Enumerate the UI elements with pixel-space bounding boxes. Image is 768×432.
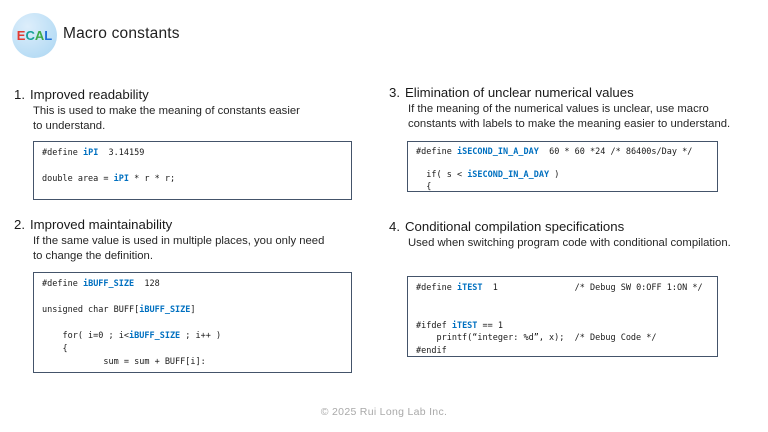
- code-line: [42, 317, 343, 330]
- code-line: #define iBUFF_SIZE 128: [42, 279, 160, 289]
- code-line: #ifdef iTEST == 1: [416, 320, 504, 331]
- section-number: 3.: [389, 85, 400, 100]
- code-line: [42, 291, 343, 304]
- section-heading-label: Elimination of unclear numerical values: [405, 85, 634, 100]
- code-line: {: [42, 344, 68, 354]
- section-number: 2.: [14, 217, 25, 232]
- section-elimination-unclear-values: 3. Elimination of unclear numerical value…: [389, 85, 730, 132]
- code-line: {: [416, 181, 432, 192]
- code-line: for( i=0 ; i<iBUFF_SIZE ; i++ ): [42, 331, 222, 341]
- code-box-maintainability: #define iBUFF_SIZE 128 unsigned char BUF…: [33, 272, 352, 373]
- code-line: double area = iPI * r * r;: [42, 174, 176, 184]
- section-body-line: If the same value is used in multiple pl…: [33, 235, 325, 247]
- section-heading: 4. Conditional compilation specifications: [389, 219, 731, 234]
- section-heading: 3. Elimination of unclear numerical value…: [389, 85, 730, 100]
- macro-keyword: iPI: [113, 174, 130, 184]
- code-box-conditional-compilation: #define iTEST 1 /* Debug SW 0:OFF 1:ON *…: [407, 276, 718, 357]
- page-title: Macro constants: [63, 25, 180, 42]
- code-box-readability: #define iPI 3.14159 double area = iPI * …: [33, 141, 352, 200]
- code-line: [42, 160, 343, 173]
- code-line: if( s < iSECOND_IN_A_DAY ): [416, 170, 560, 180]
- section-body: This is used to make the meaning of cons…: [14, 104, 300, 134]
- section-heading: 2. Improved maintainability: [14, 217, 324, 232]
- logo-letter-c: C: [25, 28, 35, 43]
- macro-keyword: iSECOND_IN_A_DAY: [467, 170, 550, 180]
- section-improved-readability: 1. Improved readability This is used to m…: [14, 87, 300, 134]
- macro-keyword: iTEST: [451, 320, 478, 331]
- code-line: #define iSECOND_IN_A_DAY 60 * 60 *24 /* …: [416, 147, 693, 157]
- macro-keyword: iBUFF_SIZE: [129, 331, 181, 341]
- section-body-line: If the meaning of the numerical values i…: [408, 103, 709, 115]
- section-improved-maintainability: 2. Improved maintainability If the same v…: [14, 217, 324, 264]
- section-number: 1.: [14, 87, 25, 102]
- section-conditional-compilation: 4. Conditional compilation specifications…: [389, 219, 731, 251]
- section-body: Used when switching program code with co…: [389, 236, 731, 251]
- section-body-line: This is used to make the meaning of cons…: [33, 105, 300, 117]
- section-heading-label: Conditional compilation specifications: [405, 219, 625, 234]
- code-line: [416, 295, 709, 308]
- code-line: printf(“integer: %d”, x); /* Debug Code …: [416, 333, 657, 343]
- copyright-footer: © 2025 Rui Long Lab Inc.: [320, 406, 448, 418]
- section-heading-label: Improved maintainability: [30, 217, 173, 232]
- section-body: If the same value is used in multiple pl…: [14, 234, 324, 264]
- macro-keyword: iTEST: [456, 283, 483, 293]
- code-box-numerical-values: #define iSECOND_IN_A_DAY 60 * 60 *24 /* …: [407, 141, 718, 192]
- section-body: If the meaning of the numerical values i…: [389, 102, 730, 132]
- logo-letter-l: L: [44, 28, 53, 43]
- section-body-line: Used when switching program code with co…: [408, 237, 731, 249]
- section-body-line: to understand.: [33, 120, 106, 133]
- code-line: [416, 159, 709, 171]
- logo-letter-a: A: [34, 28, 45, 43]
- macro-keyword: iSECOND_IN_A_DAY: [456, 147, 539, 157]
- section-body-line: to change the definition.: [33, 250, 153, 263]
- macro-keyword: iPI: [82, 148, 99, 158]
- section-heading-label: Improved readability: [30, 87, 149, 102]
- code-line: #define iPI 3.14159: [42, 148, 145, 158]
- code-line: [416, 307, 709, 320]
- code-line: #endif: [416, 345, 447, 356]
- section-number: 4.: [389, 219, 400, 234]
- code-line: unsigned char BUFF[iBUFF_SIZE]: [42, 305, 196, 315]
- code-line: #define iTEST 1 /* Debug SW 0:OFF 1:ON *…: [416, 283, 703, 293]
- code-line: sum = sum + BUFF[i]:: [42, 357, 206, 367]
- section-heading: 1. Improved readability: [14, 87, 300, 102]
- macro-keyword: iBUFF_SIZE: [82, 279, 135, 289]
- section-body-line: constants with labels to make the meanin…: [408, 118, 731, 131]
- logo-letter-e: E: [16, 28, 26, 43]
- macro-keyword: iBUFF_SIZE: [139, 305, 191, 315]
